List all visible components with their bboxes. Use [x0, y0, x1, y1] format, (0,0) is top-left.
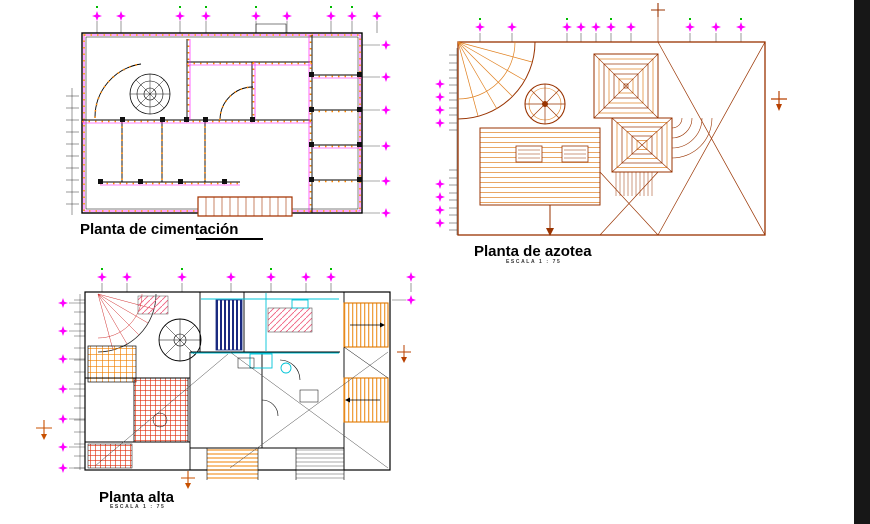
pyramid-roof-a: [593, 53, 659, 119]
grid-stems-top: [479, 33, 742, 42]
grid-stems-top: [101, 283, 412, 292]
plan-cimentacion-drawing: [66, 6, 391, 218]
stairs-bottom-right: [295, 448, 345, 480]
plan-cimentacion-title: Planta de cimentación: [80, 221, 239, 238]
closet-bars: [215, 299, 243, 351]
grid-stems-right: [362, 44, 380, 214]
section-arrow: [543, 204, 557, 236]
plan-azotea-scale: ESCALA 1 : 75: [506, 259, 562, 265]
survey-dots: [96, 6, 353, 8]
level-ladder-left: [449, 48, 458, 235]
furniture: [152, 357, 319, 428]
north-cross: [651, 3, 665, 42]
tile-deck-orange: [87, 345, 137, 383]
plan-alta-drawing: [36, 268, 416, 489]
grid-stems-top: [96, 21, 378, 33]
bed-pink-hatch: [267, 307, 313, 333]
top-detail: [255, 23, 287, 34]
door-arcs: [261, 359, 301, 417]
plan-cimentacion-title-underline: [196, 238, 263, 240]
roof-diagonals: [599, 41, 766, 236]
roof-dome: [524, 83, 566, 125]
balcony-lower: [343, 377, 389, 423]
survey-dots: [479, 18, 742, 20]
foundation-hatch: [83, 34, 361, 212]
level-ladder-left: [66, 88, 79, 215]
plan-alta-title: Planta alta: [99, 489, 175, 506]
spiral-stair: [158, 318, 202, 362]
benchmark-cross-right: [397, 345, 411, 363]
survey-dots: [101, 268, 332, 270]
curved-roof-arcs: [671, 117, 713, 159]
bath-tile-grid: [133, 377, 189, 443]
construction-diagonals: [94, 351, 389, 469]
spiral-stair: [129, 73, 171, 115]
entry-steps: [197, 196, 293, 217]
flat-roof-slab: [479, 127, 601, 206]
benchmark-cross-bottom: [181, 471, 195, 489]
right-edge-bar: [854, 0, 870, 524]
roof-fan: [457, 41, 536, 120]
level-ladder-left: [74, 294, 86, 470]
roof-comb-hatch: [615, 172, 653, 196]
tile-grid-small: [87, 443, 133, 469]
benchmark-cross-right: [771, 91, 787, 111]
plan-azotea-drawing: [435, 3, 787, 236]
foundation-walls: [82, 35, 362, 213]
plan-azotea-title: Planta de azotea: [474, 243, 592, 260]
balcony-gap-diagonal: [343, 346, 389, 379]
aqua-lines: [191, 293, 339, 354]
pyramid-roof-b: [611, 117, 673, 173]
pink-hatch-top: [137, 295, 169, 315]
benchmark-cross-left: [36, 420, 52, 440]
plan-alta-scale: ESCALA 1 : 75: [110, 504, 166, 510]
aqua-fixtures: [249, 299, 309, 374]
balcony-upper: [343, 302, 389, 348]
